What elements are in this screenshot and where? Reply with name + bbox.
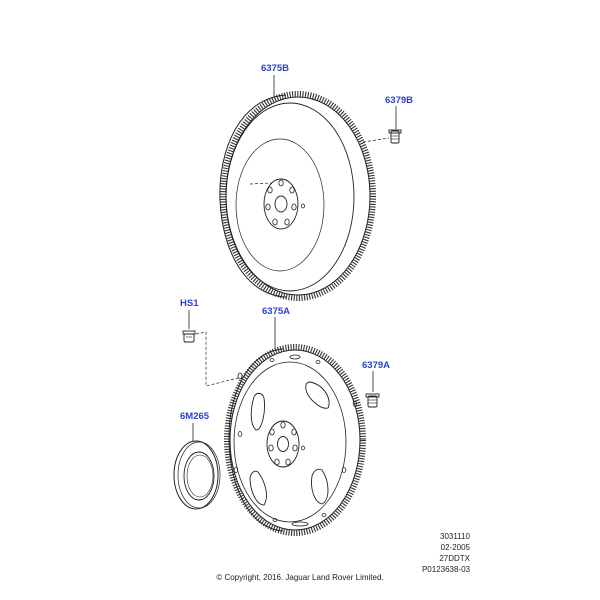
flexplate-6375a-bolt-holes xyxy=(268,421,305,466)
flywheel-6375b-hub xyxy=(263,178,299,230)
bolt-6379a[interactable] xyxy=(365,371,380,408)
callout-hs1[interactable]: HS1 xyxy=(180,298,199,309)
flexplate-6375a-slots xyxy=(249,381,330,506)
flexplate-6375a[interactable] xyxy=(224,317,366,536)
flywheel-6375b-center-bore xyxy=(274,195,288,213)
seal-6m265-inner-lip xyxy=(186,454,214,498)
flywheel-6375b-side-thickness xyxy=(219,94,287,298)
callout-6m265[interactable]: 6M265 xyxy=(180,411,210,422)
reference-line-1: 3031110 xyxy=(440,532,470,541)
reference-line-3: 27DDTX xyxy=(439,554,470,563)
flexplate-6375a-ring-gear xyxy=(224,344,366,536)
flexplate-6375a-outer-rim xyxy=(229,349,361,531)
bolt-6379b-axis-line xyxy=(362,137,390,143)
copyright-notice: © Copyright, 2016. Jaguar Land Rover Lim… xyxy=(216,573,384,582)
callout-6379a[interactable]: 6379A xyxy=(362,360,390,371)
flexplate-6375a-rim-holes xyxy=(233,354,358,527)
reference-line-2: 02-2005 xyxy=(440,543,470,552)
flexplate-6375a-side-thickness xyxy=(228,348,284,532)
bolt-hs1[interactable] xyxy=(182,310,239,387)
callout-6375b[interactable]: 6375B xyxy=(261,63,289,74)
flexplate-6375a-center-bore xyxy=(277,436,289,452)
reference-line-4: P0123638-03 xyxy=(421,565,470,574)
callout-6379b[interactable]: 6379B xyxy=(385,95,413,106)
flywheel-6375b[interactable] xyxy=(219,75,376,301)
flywheel-6375b-ring-gear xyxy=(220,91,376,301)
callout-6375a[interactable]: 6375A xyxy=(262,306,290,317)
flywheel-6375b-axis-line xyxy=(249,182,273,185)
flexplate-6375a-face xyxy=(233,361,347,523)
flywheel-6375b-inner-step xyxy=(235,138,325,272)
bolt-6379b[interactable] xyxy=(362,106,402,144)
seal-6m265-outer-lip xyxy=(177,441,221,509)
seal-6m265-inner xyxy=(183,451,215,501)
flexplate-6375a-hub xyxy=(266,420,300,468)
seal-6m265-outer xyxy=(173,440,219,510)
flywheel-6375b-face xyxy=(225,102,355,292)
seal-6m265[interactable] xyxy=(173,423,221,510)
flywheel-6375b-bolt-holes xyxy=(265,179,305,226)
bolt-hs1-axis-line xyxy=(195,331,239,387)
